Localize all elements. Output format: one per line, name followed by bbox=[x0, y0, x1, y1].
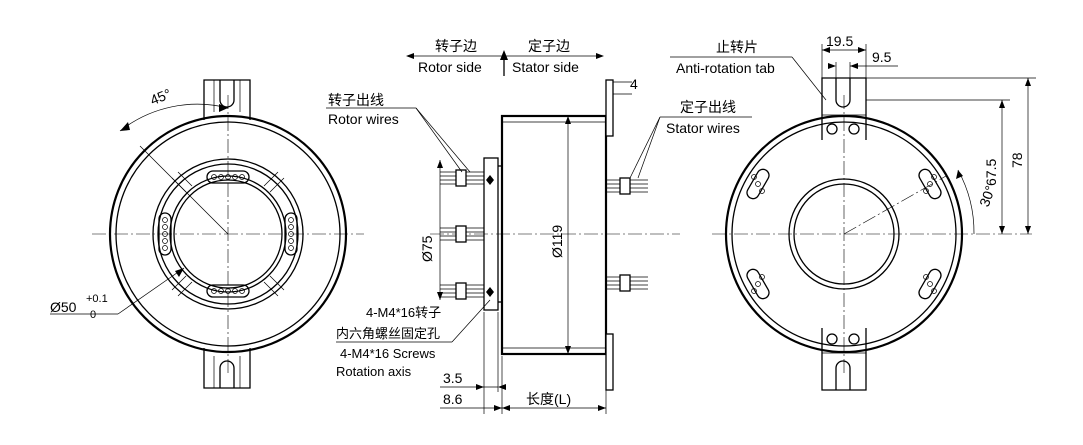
flange-3-5-label: 3.5 bbox=[443, 370, 463, 386]
angle-45-label: 45° bbox=[148, 85, 174, 108]
rotor-side-en: Rotor side bbox=[418, 59, 482, 75]
housing-body bbox=[500, 114, 608, 356]
top-tab-left bbox=[203, 79, 251, 120]
angle-30-label: 30° bbox=[976, 183, 998, 208]
angle-30-dimension: 30° bbox=[956, 169, 998, 235]
anti-rotation-tab-bottom bbox=[821, 328, 867, 391]
bore-dimension: Ø50 +0.1 0 bbox=[50, 267, 185, 321]
stator-wire-slots bbox=[746, 168, 942, 300]
stator-wires-cn: 定子出线 bbox=[680, 99, 736, 115]
bore-tol-lower: 0 bbox=[90, 309, 96, 321]
tab-19-5-label: 19.5 bbox=[826, 33, 853, 49]
length-label: 长度(L) bbox=[526, 391, 571, 407]
rotor-side-view: 45° Ø50 +0.1 0 bbox=[50, 79, 364, 389]
anti-rotation-cn: 止转片 bbox=[716, 39, 758, 55]
angle-45-dimension: 45° bbox=[119, 85, 229, 235]
side-direction-indicator: 转子边 Rotor side 定子边 Stator side bbox=[406, 38, 604, 76]
dia-119-dimension: Ø119 bbox=[549, 116, 571, 354]
length-dimensions: 3.5 8.6 长度(L) bbox=[440, 312, 607, 414]
stator-wire-bundles bbox=[606, 179, 648, 290]
tab-width-dimensions: 19.5 9.5 bbox=[821, 33, 898, 78]
height-67-5-label: 67.5 bbox=[983, 159, 999, 186]
stator-side-en: Stator side bbox=[512, 59, 579, 75]
stator-side-cn: 定子边 bbox=[528, 38, 570, 54]
anti-rotation-tab-top bbox=[821, 77, 867, 140]
dia-75-dimension: Ø75 bbox=[419, 160, 443, 300]
bottom-tab-left bbox=[203, 348, 251, 389]
dia-75-label: Ø75 bbox=[419, 235, 435, 262]
rotor-wires-en: Rotor wires bbox=[328, 111, 399, 127]
screws-en-2: Rotation axis bbox=[336, 364, 412, 379]
anti-rotation-en: Anti-rotation tab bbox=[676, 60, 775, 76]
bore-tol-upper: +0.1 bbox=[86, 293, 108, 305]
screws-en-1: 4-M4*16 Screws bbox=[340, 346, 436, 361]
flange-8-6-label: 8.6 bbox=[443, 391, 463, 407]
stator-wires-en: Stator wires bbox=[666, 120, 740, 136]
anti-rotation-callout: 止转片 Anti-rotation tab bbox=[670, 39, 827, 101]
stator-side-view: 30° 止转片 Anti-rotation tab 19.5 9.5 bbox=[670, 33, 1036, 391]
height-78-label: 78 bbox=[1009, 152, 1025, 168]
bore-dia-label: Ø50 bbox=[50, 299, 77, 315]
screws-cn-2: 内六角螺丝固定孔 bbox=[336, 326, 440, 341]
tab-9-5-label: 9.5 bbox=[872, 49, 892, 65]
stator-wires-callout: 定子出线 Stator wires bbox=[629, 99, 752, 179]
screws-cn-1: 4-M4*16转子 bbox=[366, 305, 441, 320]
rotor-side-cn: 转子边 bbox=[435, 38, 477, 54]
side-view: 转子边 Rotor side 定子边 Stator side 4 bbox=[326, 38, 752, 414]
rotor-wires-cn: 转子出线 bbox=[328, 92, 384, 108]
dia-119-label: Ø119 bbox=[549, 225, 565, 258]
stator-tab-top bbox=[605, 79, 614, 137]
rotor-wires-callout: 转子出线 Rotor wires bbox=[326, 92, 471, 173]
tab-thickness-label: 4 bbox=[630, 76, 638, 92]
stator-tab-bottom bbox=[605, 333, 614, 391]
screws-callout: 4-M4*16转子 内六角螺丝固定孔 4-M4*16 Screws Rotati… bbox=[336, 299, 491, 379]
height-dimensions: 78 67.5 bbox=[866, 77, 1036, 234]
